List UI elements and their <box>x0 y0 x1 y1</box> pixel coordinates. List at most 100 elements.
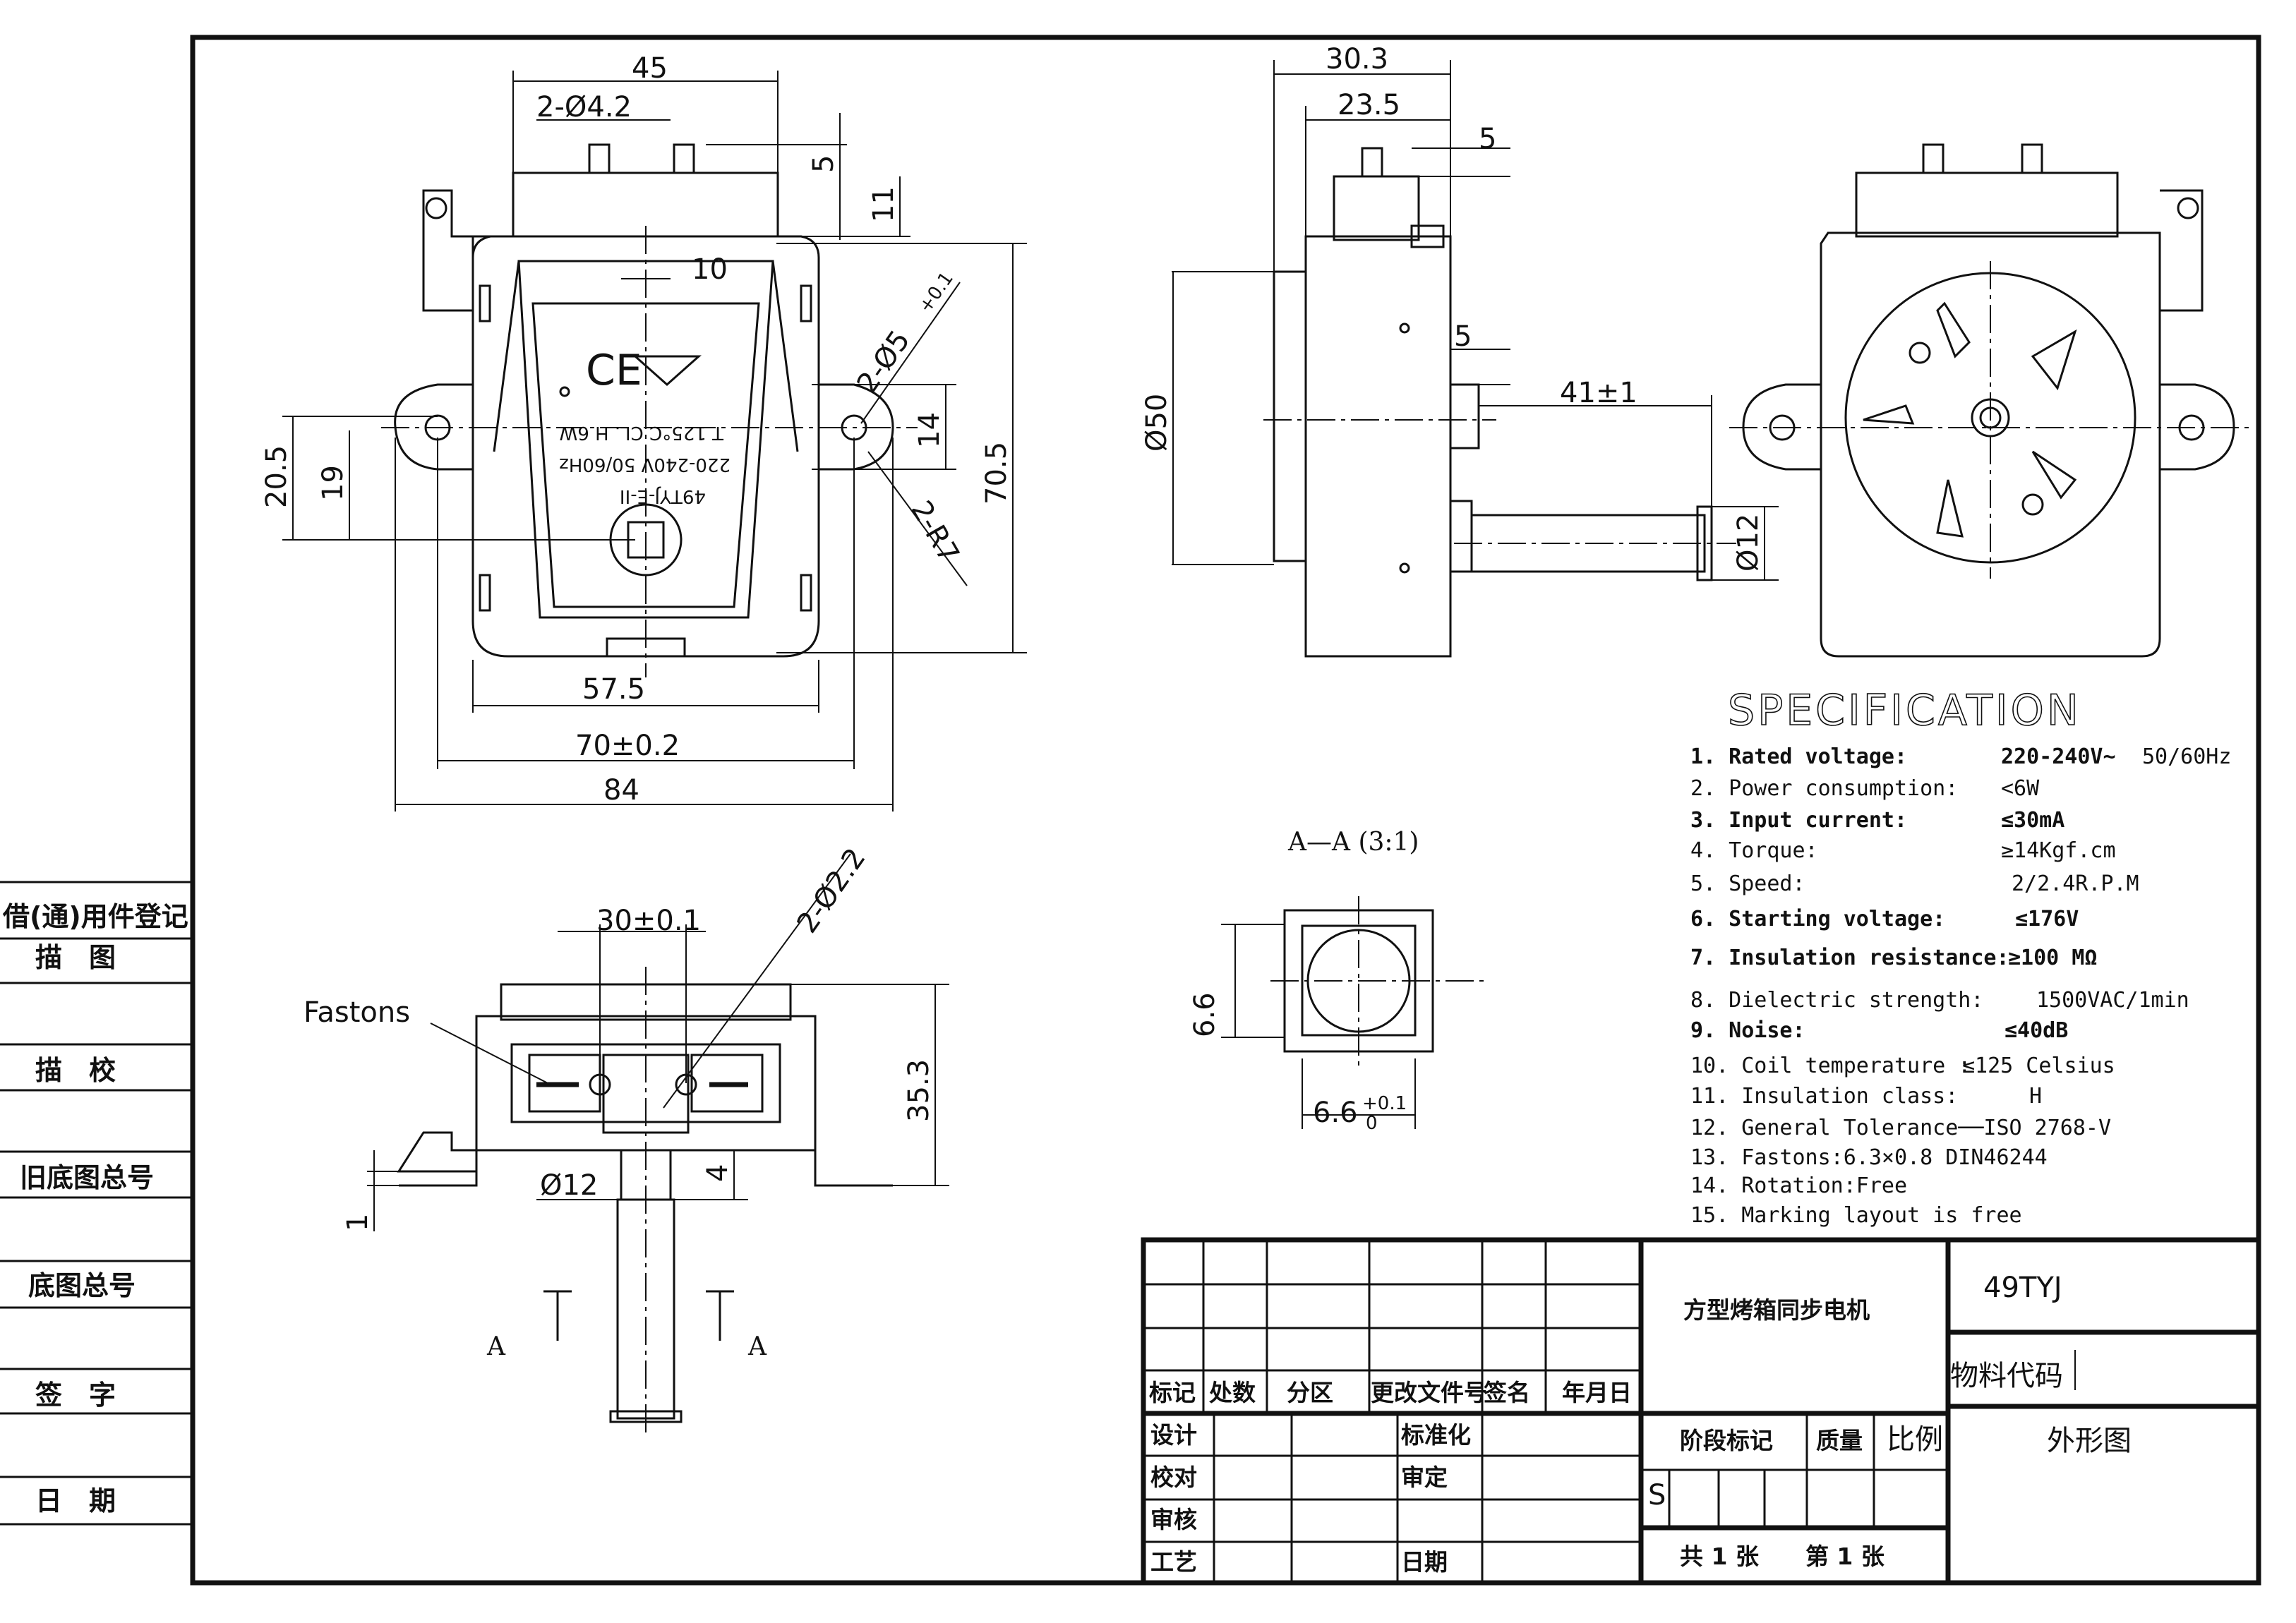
spec-item: 8. Dielectric strength: <box>1690 988 1983 1013</box>
dim-70-5: 70.5 <box>980 442 1013 505</box>
label-line: 220-240V 50/60Hz <box>559 454 731 475</box>
rev-header: 年月日 <box>1562 1379 1632 1406</box>
dim-84: 84 <box>603 774 639 807</box>
approve-label: 审定 <box>1401 1464 1448 1491</box>
spec-item: 1. Rated voltage: <box>1690 744 1907 769</box>
spec-item: 2. Power consumption: <box>1690 776 1958 801</box>
panel-row: 描 图 <box>35 942 116 973</box>
dim-5a: 5 <box>1479 123 1496 155</box>
spec-value: ≤30mA <box>2001 808 2064 833</box>
spec-title: SPECIFICATION <box>1728 686 2081 735</box>
label-line: 49TYJ-E-II <box>620 485 706 507</box>
std-label: 标准化 <box>1401 1421 1471 1449</box>
spec-value: H <box>2029 1084 2042 1109</box>
spec-value: ≤176V <box>2015 907 2079 931</box>
spec-item: 6. Starting voltage: <box>1690 907 1945 931</box>
side-view: 30.3 23.5 5 5 Ø50 41±1 Ø12 <box>1141 43 1779 658</box>
spec-item: 14. Rotation:Free <box>1690 1173 1907 1198</box>
section-view: A—A (3:1) 6.6 6.6 +0.1 0 <box>1189 828 1489 1134</box>
dim-sec-tol-up: +0.1 <box>1362 1093 1407 1114</box>
date-label: 日期 <box>1401 1548 1448 1576</box>
spec-item: 10. Coil temperature : <box>1690 1054 1971 1078</box>
spec-value: ≤125 Celsius <box>1962 1054 2115 1078</box>
panel-row: 底图总号 <box>28 1270 136 1301</box>
dim-30: 30±0.1 <box>596 905 701 937</box>
spec-item: 7. Insulation resistance: <box>1690 946 2009 970</box>
rev-header: 分区 <box>1287 1379 1333 1406</box>
rear-view <box>1729 143 2252 658</box>
dim-sec-h: 6.6 <box>1313 1097 1358 1129</box>
spec-value: ≥14Kgf.cm <box>2001 838 2116 863</box>
dim-5b: 5 <box>1454 320 1472 353</box>
dim-1: 1 <box>342 1214 374 1231</box>
front-view: CE 49TYJ-E-II 220-240V 50/60Hz T 125°C C… <box>260 52 1027 812</box>
row-label: 审核 <box>1150 1506 1197 1533</box>
spec-item: 5. Speed: <box>1690 871 1805 896</box>
spec-extra: 50/60Hz <box>2142 744 2231 769</box>
ce-mark: CE <box>586 346 642 395</box>
dim-tol: +0.1 <box>915 268 958 317</box>
dim-41: 41±1 <box>1560 377 1637 409</box>
dim-5: 5 <box>807 155 840 173</box>
dim-20-5: 20.5 <box>260 445 293 508</box>
dim-23-5: 23.5 <box>1338 89 1400 121</box>
specification: SPECIFICATION 1. Rated voltage: 220-240V… <box>1690 685 2231 1228</box>
vde-mark <box>632 355 702 387</box>
spec-value: ≥100 MΩ <box>2008 946 2097 970</box>
spec-item: 13. Fastons:6.3×0.8 DIN46244 <box>1690 1145 2048 1170</box>
sheets: 共 1 张 第 1 张 <box>1680 1543 1885 1570</box>
section-mark-left: A <box>486 1332 506 1361</box>
material-code-label: 物料代码 <box>1950 1360 2063 1392</box>
bottom-view: Fastons 30±0.1 2-Ø2.2 35.3 4 Ø12 1 A A <box>303 843 949 1432</box>
model-number: 49TYJ <box>1983 1272 2062 1304</box>
title-block: 标记 处数 分区 更改文件号 签名 年月日 设计 校对 审核 工艺 标准化 审定… <box>1141 1237 2261 1586</box>
spec-item: 9. Noise: <box>1690 1018 1805 1043</box>
spec-item: 4. Torque: <box>1690 838 1818 863</box>
dim-11: 11 <box>867 186 900 222</box>
rev-header: 标记 <box>1149 1379 1196 1406</box>
dim-sec-tol-dn: 0 <box>1366 1113 1378 1134</box>
panel-title: 借(通)用件登记 <box>2 901 188 932</box>
section-title: A—A (3:1) <box>1287 828 1419 857</box>
dim-45: 45 <box>632 52 668 85</box>
spec-item: 11. Insulation class: <box>1690 1084 1958 1109</box>
spec-value: <6W <box>2001 776 2040 801</box>
dim-10: 10 <box>692 253 728 286</box>
dim-radius: 2-R7 <box>904 495 965 569</box>
product-name: 方型烤箱同步电机 <box>1683 1296 1870 1324</box>
spec-value: ≤40dB <box>2005 1018 2068 1043</box>
spec-value: 1500VAC/1min <box>2036 988 2189 1013</box>
dim-19: 19 <box>317 465 349 501</box>
rev-header: 更改文件号 <box>1371 1379 1487 1406</box>
dim-hole-small: 2-Ø2.2 <box>791 843 872 939</box>
dim-d12: Ø12 <box>1732 514 1765 572</box>
dim-sec-v: 6.6 <box>1189 992 1221 1037</box>
row-label: 工艺 <box>1150 1548 1197 1576</box>
dim-d50: Ø50 <box>1141 394 1173 452</box>
dim-hole2: 2-Ø5 <box>851 325 917 399</box>
spec-value: 2/2.4R.P.M <box>2012 871 2139 896</box>
weight-label: 质量 <box>1816 1427 1863 1454</box>
scale-label: 比例 <box>1887 1423 1943 1456</box>
dim-35-3: 35.3 <box>903 1059 935 1122</box>
spec-item: 3. Input current: <box>1690 808 1907 833</box>
panel-row: 签 字 <box>35 1380 116 1411</box>
dim-70: 70±0.2 <box>575 730 680 762</box>
label-line: T 125°C CL. H 6W <box>560 422 724 443</box>
dim-14: 14 <box>913 412 946 448</box>
panel-row: 旧底图总号 <box>20 1162 154 1193</box>
panel-row: 日 期 <box>35 1485 116 1516</box>
rev-header: 处数 <box>1208 1379 1256 1406</box>
drawing-type: 外形图 <box>2047 1425 2132 1457</box>
dim-4: 4 <box>702 1164 734 1182</box>
dim-d12-bottom: Ø12 <box>540 1169 598 1202</box>
section-mark-right: A <box>747 1332 767 1361</box>
dim-30-3: 30.3 <box>1326 43 1388 76</box>
panel-row: 描 校 <box>35 1055 116 1086</box>
row-label: 设计 <box>1150 1421 1197 1449</box>
dim-57-5: 57.5 <box>582 673 645 706</box>
spec-value: 220-240V~ <box>2001 744 2116 769</box>
stage-label: 阶段标记 <box>1680 1427 1773 1454</box>
spec-item: 12. General Tolerance──ISO 2768-V <box>1690 1116 2111 1140</box>
